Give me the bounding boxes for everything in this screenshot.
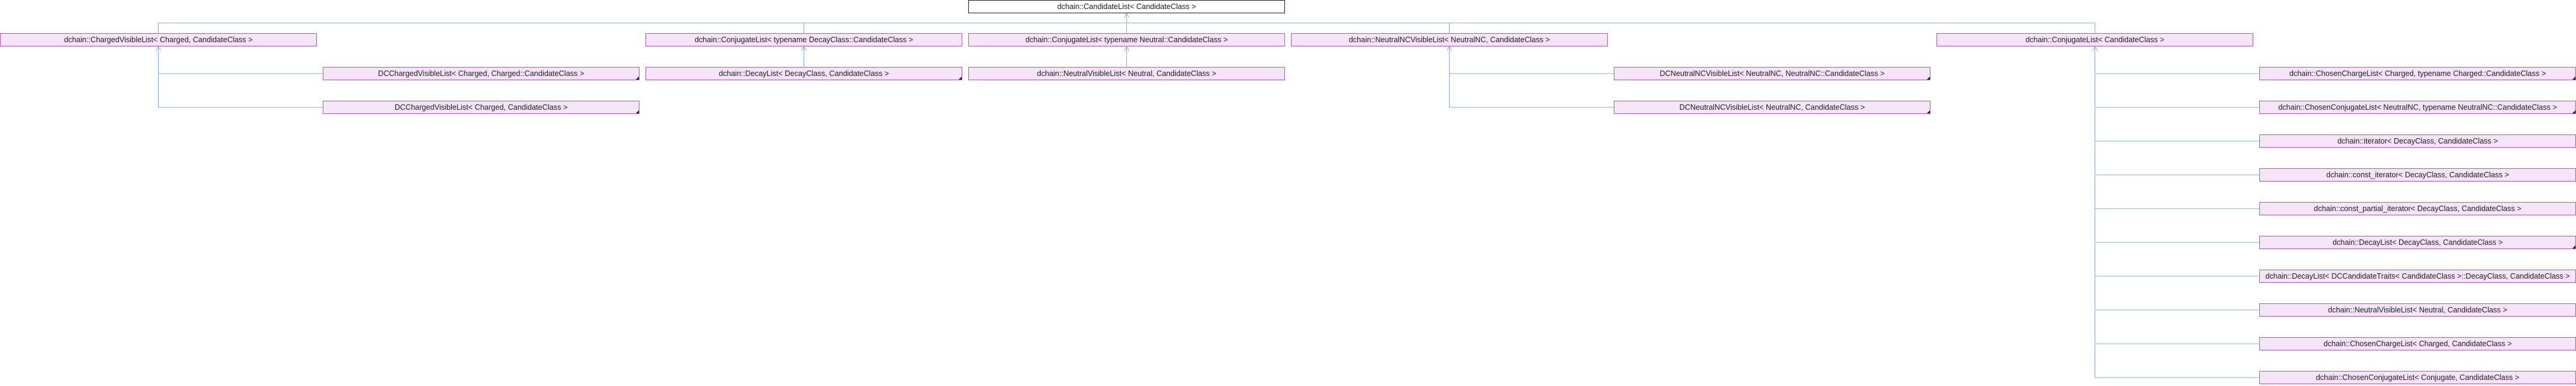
edge-arrowhead bbox=[1124, 12, 1129, 18]
fold-corner-icon bbox=[636, 77, 639, 80]
fold-corner-icon bbox=[2572, 245, 2575, 248]
node-dc-neutral-nc-2[interactable]: DCNeutralNCVisibleList< NeutralNC, Candi… bbox=[1614, 101, 1930, 114]
node-chosen-conjugate-1[interactable]: dchain::ChosenConjugateList< NeutralNC, … bbox=[2259, 101, 2576, 114]
inheritance-edge bbox=[2095, 46, 2259, 277]
inheritance-edge bbox=[2095, 46, 2259, 209]
node-chosen-charge-1[interactable]: dchain::ChosenChargeList< Charged, typen… bbox=[2259, 67, 2576, 80]
edge-arrowhead bbox=[2092, 45, 2098, 51]
inheritance-edge bbox=[158, 46, 323, 74]
node-label: dchain::DecayList< DecayClass, Candidate… bbox=[719, 69, 889, 78]
inheritance-edge bbox=[158, 46, 323, 108]
node-dc-neutral-nc-1[interactable]: DCNeutralNCVisibleList< NeutralNC, Neutr… bbox=[1614, 67, 1930, 80]
edge-arrowhead bbox=[156, 45, 161, 51]
node-const-iterator[interactable]: dchain::const_iterator< DecayClass, Cand… bbox=[2259, 168, 2576, 182]
node-conjugate-candidate[interactable]: dchain::ConjugateList< CandidateClass > bbox=[1937, 33, 2253, 46]
inheritance-edge bbox=[2095, 46, 2259, 378]
node-label: dchain::ChargedVisibleList< Charged, Can… bbox=[64, 36, 253, 44]
inheritance-edge bbox=[2095, 46, 2259, 74]
node-label: DCChargedVisibleList< Charged, Charged::… bbox=[378, 69, 585, 78]
node-label: dchain::const_iterator< DecayClass, Cand… bbox=[2326, 171, 2509, 179]
node-label: DCNeutralNCVisibleList< NeutralNC, Neutr… bbox=[1660, 69, 1885, 78]
node-iterator[interactable]: dchain::iterator< DecayClass, CandidateC… bbox=[2259, 134, 2576, 148]
node-label: dchain::ChosenConjugateList< Conjugate, … bbox=[2315, 373, 2520, 382]
inheritance-edge bbox=[2095, 46, 2259, 108]
inheritance-edge bbox=[1449, 46, 1614, 74]
node-label: dchain::NeutralNCVisibleList< NeutralNC,… bbox=[1348, 36, 1550, 44]
node-chosen-charge-2[interactable]: dchain::ChosenChargeList< Charged, Candi… bbox=[2259, 337, 2576, 350]
node-label: dchain::ConjugateList< typename Neutral:… bbox=[1025, 36, 1228, 44]
node-charged-visible[interactable]: dchain::ChargedVisibleList< Charged, Can… bbox=[0, 33, 317, 46]
inheritance-edge bbox=[2095, 46, 2259, 176]
fold-corner-icon bbox=[1927, 110, 1930, 113]
node-neutral-visible-2[interactable]: dchain::NeutralVisibleList< Neutral, Can… bbox=[2259, 303, 2576, 317]
node-label: DCNeutralNCVisibleList< NeutralNC, Candi… bbox=[1679, 103, 1865, 112]
node-label: dchain::const_partial_iterator< DecayCla… bbox=[2314, 204, 2522, 213]
node-label: dchain::NeutralVisibleList< Neutral, Can… bbox=[1036, 69, 1217, 78]
inheritance-edge bbox=[2095, 46, 2259, 243]
edge-arrowhead bbox=[1124, 45, 1129, 51]
node-chosen-conjugate-2[interactable]: dchain::ChosenConjugateList< Conjugate, … bbox=[2259, 371, 2576, 384]
node-conjugate-neutral[interactable]: dchain::ConjugateList< typename Neutral:… bbox=[968, 33, 1285, 46]
node-label: dchain::ConjugateList< typename DecayCla… bbox=[694, 36, 913, 44]
node-label: dchain::NeutralVisibleList< Neutral, Can… bbox=[2327, 306, 2508, 314]
fold-corner-icon bbox=[636, 110, 639, 113]
node-label: dchain::CandidateList< CandidateClass > bbox=[1057, 2, 1196, 11]
fold-corner-icon bbox=[1927, 77, 1930, 80]
node-label: dchain::ChosenChargeList< Charged, Candi… bbox=[2323, 340, 2512, 348]
node-label: dchain::DecayList< DCCandidateTraits< Ca… bbox=[2265, 272, 2570, 280]
fold-corner-icon bbox=[2572, 77, 2575, 80]
fold-corner-icon bbox=[2572, 110, 2575, 113]
node-decay-list-2[interactable]: dchain::DecayList< DecayClass, Candidate… bbox=[2259, 236, 2576, 249]
node-neutral-visible-1[interactable]: dchain::NeutralVisibleList< Neutral, Can… bbox=[968, 67, 1285, 80]
node-label: dchain::ChosenConjugateList< NeutralNC, … bbox=[2278, 103, 2557, 112]
node-root[interactable]: dchain::CandidateList< CandidateClass > bbox=[968, 0, 1285, 13]
inheritance-edge bbox=[1449, 46, 1614, 108]
inheritance-edge bbox=[2095, 46, 2259, 344]
node-dc-charged-visible-2[interactable]: DCChargedVisibleList< Charged, Candidate… bbox=[323, 101, 639, 114]
edge-arrowhead bbox=[801, 45, 807, 51]
node-const-partial-iterator[interactable]: dchain::const_partial_iterator< DecayCla… bbox=[2259, 202, 2576, 215]
node-label: dchain::iterator< DecayClass, CandidateC… bbox=[2337, 137, 2498, 145]
node-label: dchain::ChosenChargeList< Charged, typen… bbox=[2289, 69, 2546, 78]
inheritance-edge bbox=[2095, 46, 2259, 311]
node-label: dchain::DecayList< DecayClass, Candidate… bbox=[2332, 238, 2503, 247]
node-conjugate-decay[interactable]: dchain::ConjugateList< typename DecayCla… bbox=[646, 33, 962, 46]
node-dc-charged-visible-1[interactable]: DCChargedVisibleList< Charged, Charged::… bbox=[323, 67, 639, 80]
fold-corner-icon bbox=[959, 77, 962, 80]
node-decay-list-3[interactable]: dchain::DecayList< DCCandidateTraits< Ca… bbox=[2259, 270, 2576, 283]
inheritance-edge bbox=[2095, 46, 2259, 142]
node-label: dchain::ConjugateList< CandidateClass > bbox=[2025, 36, 2165, 44]
node-neutral-nc-visible[interactable]: dchain::NeutralNCVisibleList< NeutralNC,… bbox=[1291, 33, 1608, 46]
node-label: DCChargedVisibleList< Charged, Candidate… bbox=[395, 103, 568, 112]
node-decay-list-1[interactable]: dchain::DecayList< DecayClass, Candidate… bbox=[646, 67, 962, 80]
edge-arrowhead bbox=[1447, 45, 1452, 51]
